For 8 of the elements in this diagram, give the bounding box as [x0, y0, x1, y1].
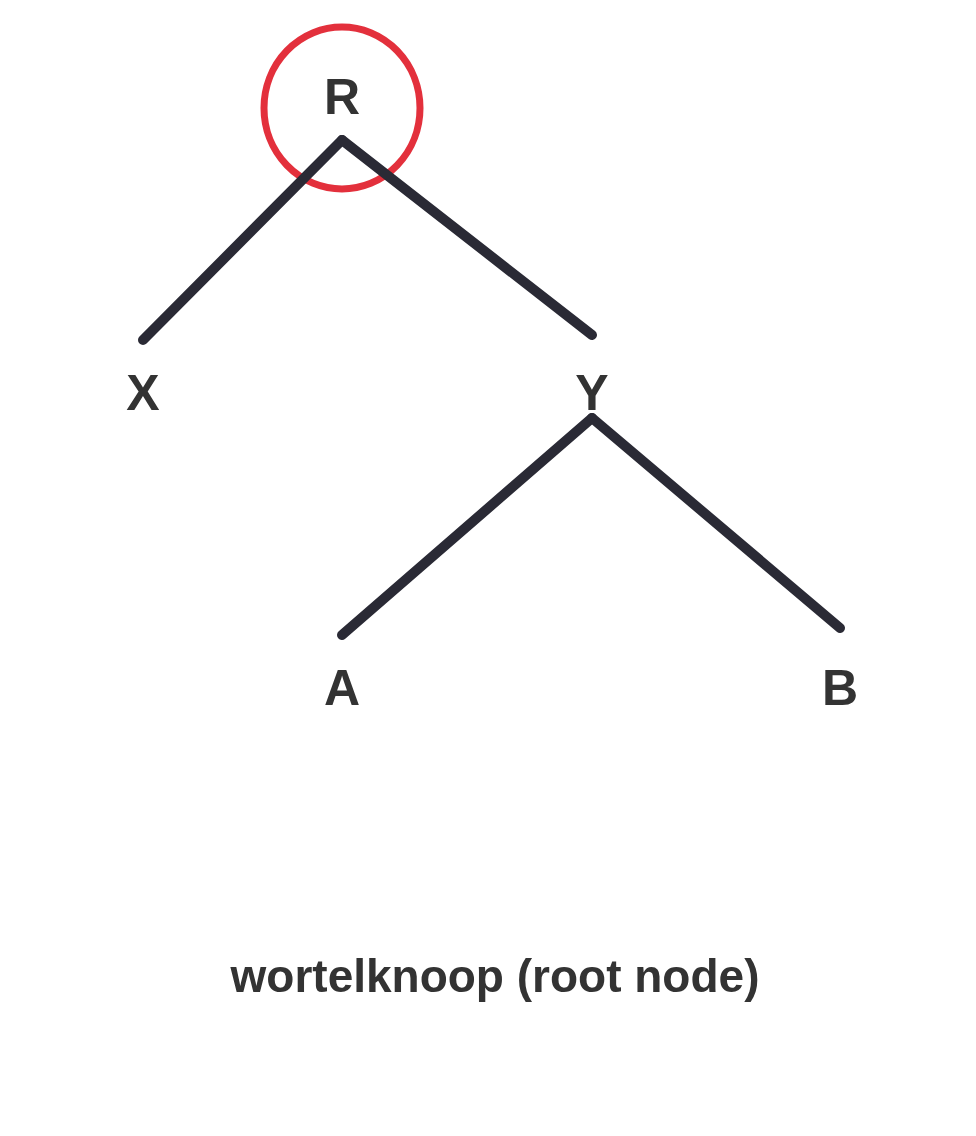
node-label: Y	[575, 368, 609, 418]
node-label: A	[323, 663, 361, 713]
node-label: R	[323, 72, 361, 122]
caption: wortelknoop (root node)	[229, 949, 761, 1004]
tree-branch	[337, 135, 597, 340]
node-label: X	[126, 368, 160, 418]
tree-branch	[587, 413, 845, 633]
node-label: B	[821, 663, 859, 713]
